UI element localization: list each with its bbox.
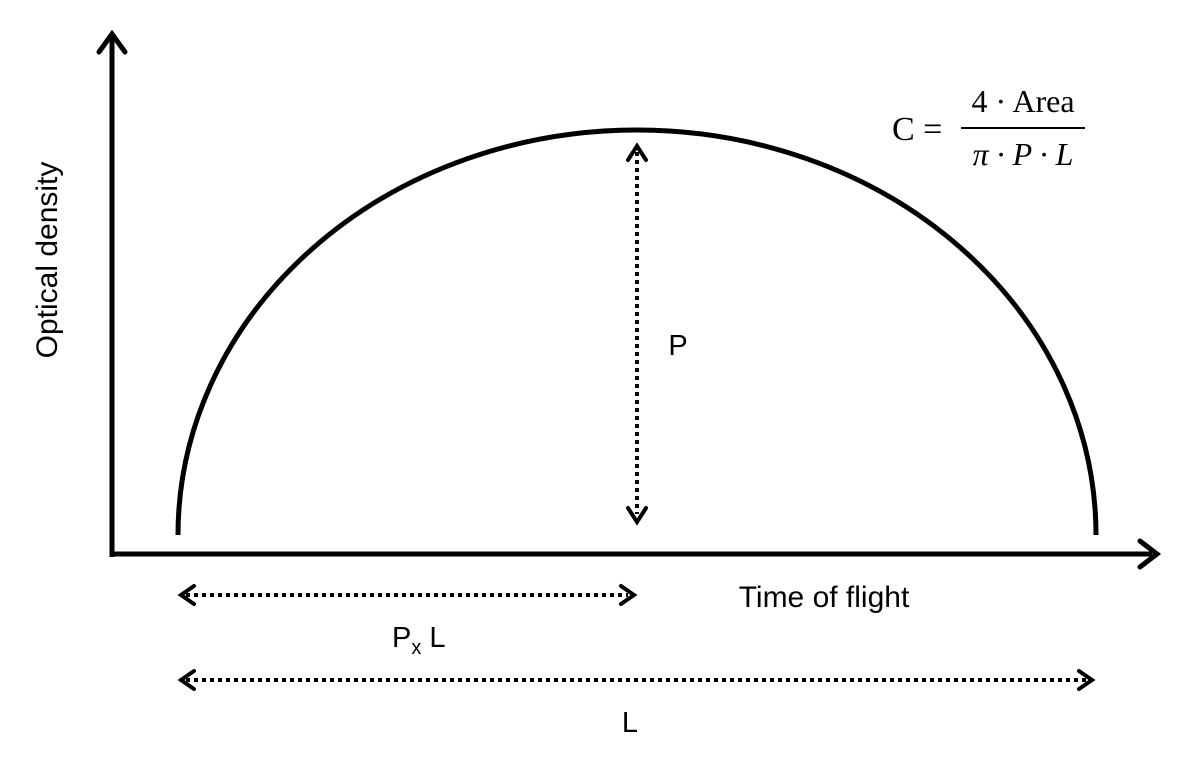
x-axis: [110, 538, 1162, 570]
formula-numerator: 4 · Area: [971, 83, 1074, 119]
peak-height-arrow: [626, 142, 648, 526]
peak-height-label: P: [668, 330, 687, 362]
peak-curve: [175, 127, 1099, 536]
x-axis-arrowhead: [1137, 538, 1162, 570]
concentration-formula: C = 4 · Area π · P · L: [892, 83, 1085, 172]
x-axis-label: Time of flight: [739, 581, 910, 614]
y-axis-label: Optical density: [31, 162, 64, 359]
peak-offset-label: Px L: [392, 622, 446, 659]
peak-offset-arrow: [177, 584, 638, 606]
peak-offset-label-main: P: [392, 622, 411, 654]
formula-lhs: C =: [892, 111, 942, 148]
y-axis-arrowhead: [96, 29, 128, 55]
peak-width-label: L: [622, 707, 638, 739]
peak-offset-label-subscript: x: [411, 637, 421, 659]
y-axis: [96, 29, 128, 557]
peak-width-arrow: [177, 669, 1096, 691]
formula-denominator: π · P · L: [973, 136, 1074, 172]
peak-offset-label-suffix: L: [421, 622, 445, 654]
